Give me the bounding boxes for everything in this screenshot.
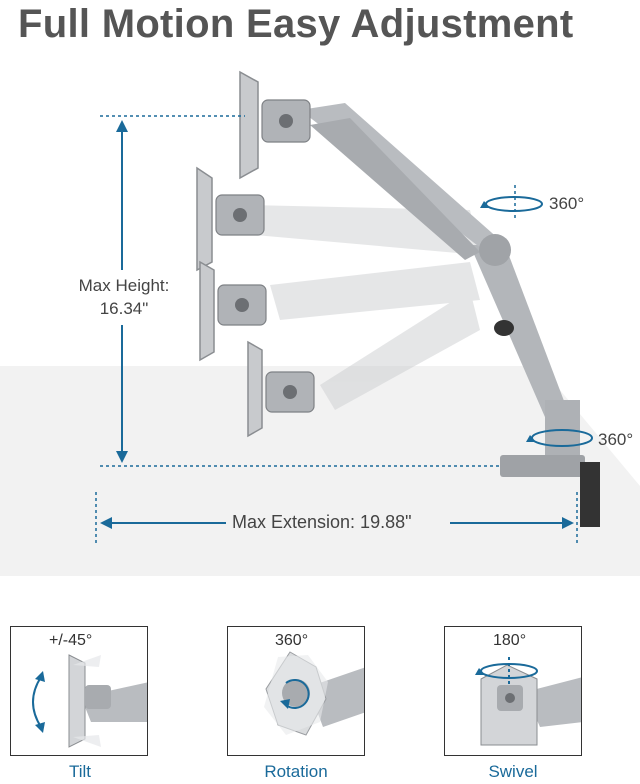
tilt-caption: Tilt	[68, 762, 92, 781]
max-height-label: Max Height: 16.34"	[58, 272, 190, 322]
page-title: Full Motion Easy Adjustment	[18, 2, 574, 46]
tilt-degrees: +/-45°	[46, 632, 96, 650]
swivel-arrow-icon	[475, 657, 538, 687]
rotation-degrees: 360°	[272, 632, 312, 650]
max-height-value: 16.34"	[99, 299, 149, 318]
max-height-title: Max Height:	[78, 276, 170, 295]
rotation-caption: Rotation	[264, 762, 328, 781]
rotation-arrow-icon	[280, 679, 310, 709]
rotation-panel	[227, 626, 365, 756]
top-pivot-rotation-label: 360°	[549, 194, 585, 213]
base-rotation-label: 360°	[598, 430, 634, 449]
max-extension-label: Max Extension: 19.88"	[228, 512, 416, 533]
swivel-degrees: 180°	[490, 632, 530, 650]
rotate-360-icon	[480, 196, 593, 447]
tilt-arrow-icon	[32, 671, 45, 733]
monitor-arm-illustration	[95, 70, 600, 545]
swivel-caption: Swivel	[488, 762, 538, 781]
